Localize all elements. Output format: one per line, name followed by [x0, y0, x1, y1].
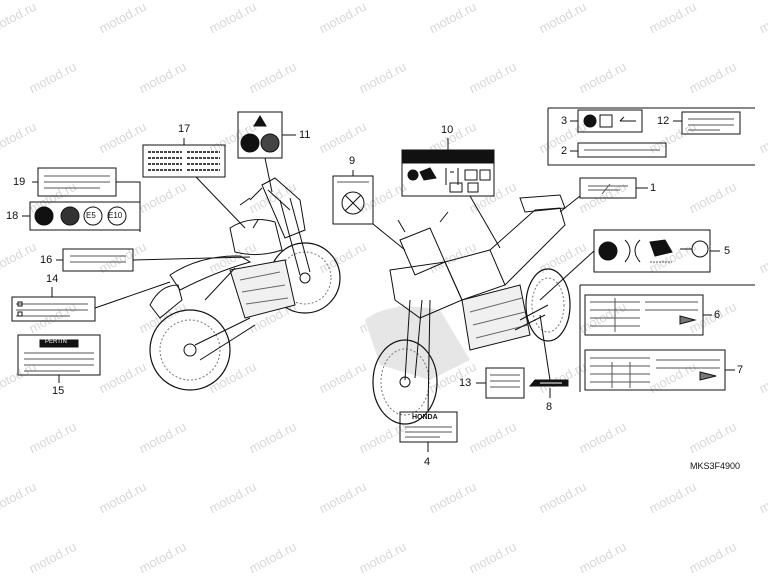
callout-8[interactable]: 8	[546, 401, 553, 413]
callout-11[interactable]: 11	[299, 129, 311, 141]
callout-10[interactable]: 10	[441, 124, 454, 136]
label-18-e5-text: E5	[86, 211, 96, 220]
label-3	[577, 109, 643, 133]
label-6	[584, 294, 704, 336]
callout-17[interactable]: 17	[178, 123, 191, 135]
label-14	[11, 296, 96, 322]
label-15-header-text: PERTIN	[45, 339, 67, 345]
label-4-maker-text: HONDA	[412, 414, 438, 421]
callout-13[interactable]: 13	[459, 377, 472, 389]
callout-19[interactable]: 19	[13, 176, 26, 188]
label-9	[332, 175, 374, 225]
left-motorcycle	[149, 177, 341, 391]
label-18	[29, 201, 141, 231]
label-17	[142, 144, 226, 178]
callout-18[interactable]: 18	[6, 210, 19, 222]
callout-12[interactable]: 12	[657, 115, 670, 127]
callout-3[interactable]: 3	[561, 115, 568, 127]
label-18-e10-text: E10	[108, 211, 123, 220]
label-2	[577, 142, 667, 158]
callout-4[interactable]: 4	[424, 456, 431, 468]
callout-2[interactable]: 2	[561, 145, 568, 157]
right-motorcycle	[365, 194, 571, 425]
callout-5[interactable]: 5	[724, 245, 731, 257]
label-1	[579, 177, 637, 199]
callout-1[interactable]: 1	[650, 182, 657, 194]
label-5	[593, 229, 711, 273]
callout-14[interactable]: 14	[46, 273, 59, 285]
label-10	[401, 149, 495, 197]
callout-16[interactable]: 16	[40, 254, 53, 266]
callout-7[interactable]: 7	[737, 364, 744, 376]
label-8	[528, 379, 569, 387]
label-12	[681, 111, 741, 135]
callout-15[interactable]: 15	[52, 385, 65, 397]
diagram-code: MKS3F4900	[690, 461, 741, 471]
label-19	[37, 167, 117, 197]
callout-6[interactable]: 6	[714, 309, 721, 321]
label-16	[62, 248, 134, 272]
label-7	[584, 349, 726, 391]
callout-9[interactable]: 9	[349, 155, 356, 167]
label-11	[237, 111, 283, 159]
label-13	[485, 367, 525, 399]
